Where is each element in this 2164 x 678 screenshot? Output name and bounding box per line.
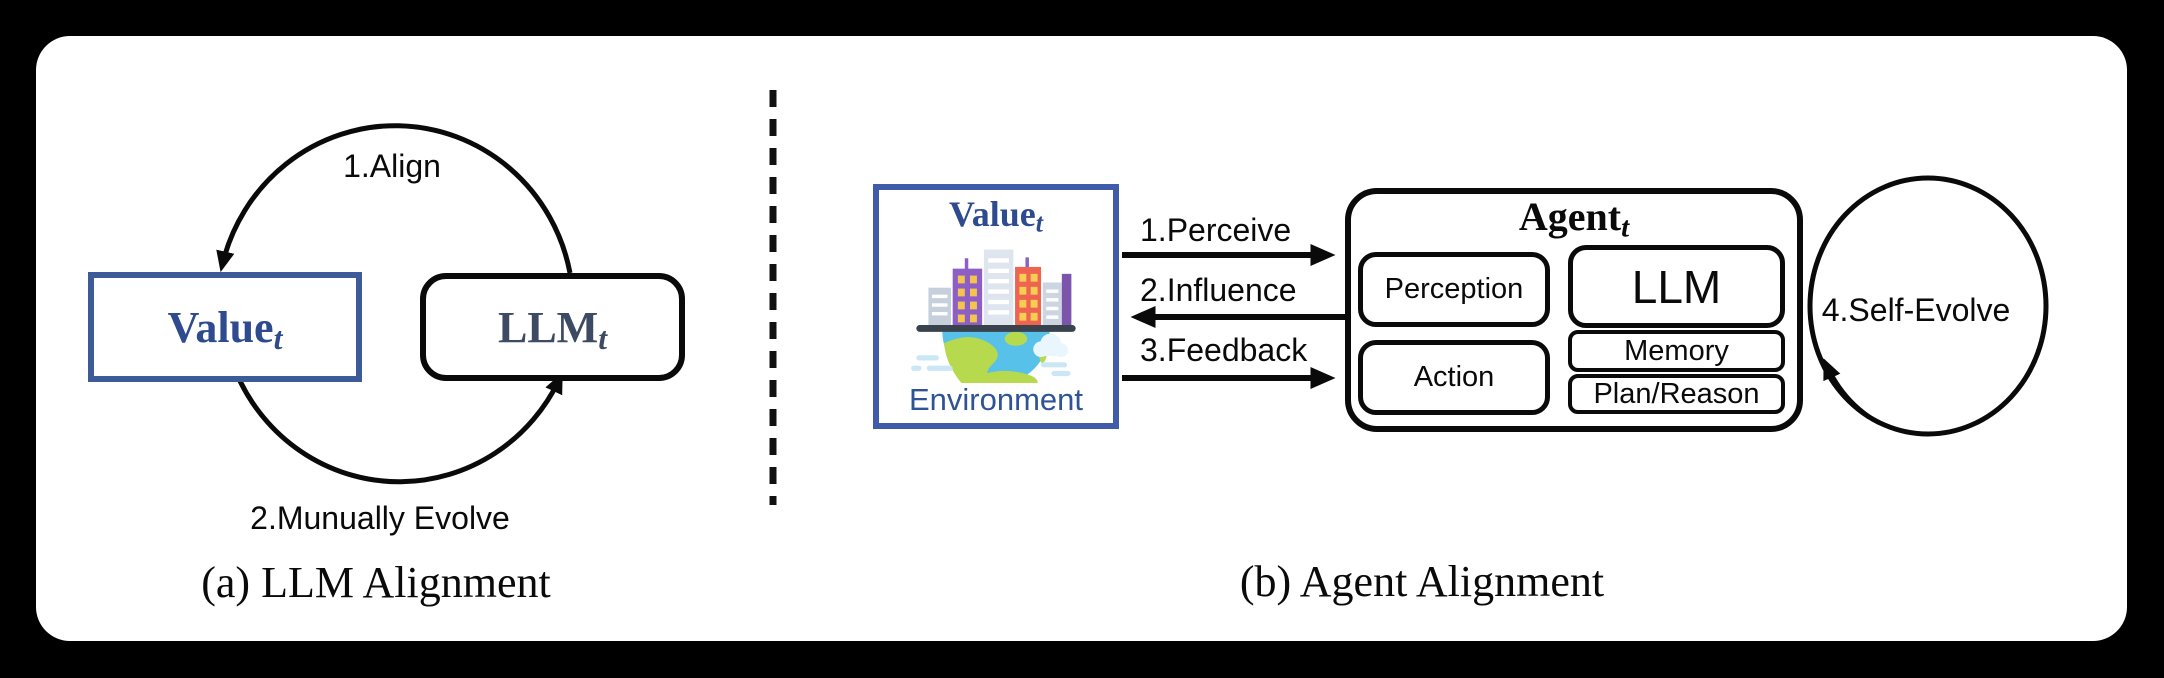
water-dashes-icon bbox=[911, 355, 1071, 377]
ground-line-icon bbox=[916, 324, 1076, 332]
action-module: Action bbox=[1358, 340, 1550, 415]
perception-module: Perception bbox=[1358, 252, 1550, 327]
self-evolve-label: 4.Self-Evolve bbox=[1821, 292, 2011, 328]
city-on-globe-icon bbox=[911, 249, 1076, 383]
memory-module: Memory bbox=[1568, 330, 1785, 372]
environment-box: Valuet bbox=[873, 184, 1119, 429]
caption-panel-b: (b) Agent Alignment bbox=[1239, 557, 1605, 606]
cloud-icon bbox=[1033, 333, 1068, 358]
agent-title: Agentt bbox=[1518, 194, 1630, 244]
value-box: Valuet bbox=[88, 272, 362, 382]
llm-module: LLM bbox=[1568, 245, 1785, 328]
feedback-label: 3.Feedback bbox=[1140, 332, 1308, 368]
llm-box-label: LLMt bbox=[497, 302, 608, 356]
perceive-label: 1.Perceive bbox=[1140, 212, 1292, 248]
plan-reason-module: Plan/Reason bbox=[1568, 374, 1785, 414]
value-box-label: Valuet bbox=[167, 302, 283, 356]
environment-label: Environment bbox=[908, 382, 1084, 417]
influence-label: 2.Influence bbox=[1140, 272, 1297, 308]
environment-title: Valuet bbox=[949, 194, 1043, 238]
city-buildings-icon bbox=[928, 249, 1072, 326]
mutually-evolve-label: 2.Munually Evolve bbox=[250, 500, 510, 536]
caption-panel-a: (a) LLM Alignment bbox=[201, 558, 551, 607]
align-label: 1.Align bbox=[343, 148, 441, 184]
llm-box: LLMt bbox=[420, 273, 685, 381]
